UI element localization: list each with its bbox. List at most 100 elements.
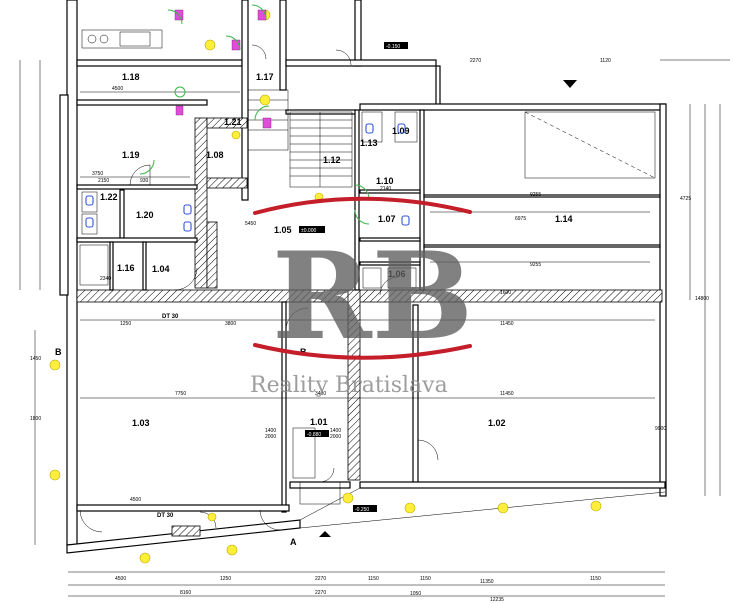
socket-icon — [139, 552, 151, 564]
sanitary-icon — [85, 195, 94, 206]
room-1-18: 1.18 — [122, 72, 140, 82]
svg-text:2150: 2150 — [98, 178, 109, 184]
light-fixture-icon — [251, 4, 267, 20]
room-1-22: 1.22 — [100, 192, 118, 202]
svg-text:9255: 9255 — [530, 262, 541, 268]
room-1-04: 1.04 — [152, 264, 170, 274]
section-b-left: B — [55, 347, 62, 357]
room-labels: 1.18 1.17 1.19 1.21 1.08 1.20 1.22 1.16 … — [100, 72, 573, 428]
room-1-13: 1.13 — [360, 138, 378, 148]
svg-text:2270: 2270 — [315, 576, 326, 582]
svg-text:3800: 3800 — [225, 321, 236, 327]
svg-text:2140: 2140 — [380, 186, 391, 192]
sanitary-icon — [85, 217, 94, 228]
svg-text:5450: 5450 — [245, 221, 256, 227]
svg-text:1250: 1250 — [120, 321, 131, 327]
svg-text:6975: 6975 — [515, 216, 526, 222]
level-tag-c: -0.250 — [355, 507, 369, 513]
level-tag-d: -0.150 — [386, 44, 400, 50]
svg-text:4500: 4500 — [112, 86, 123, 92]
room-1-10: 1.10 — [376, 176, 394, 186]
room-1-16: 1.16 — [117, 263, 135, 273]
light-fixture-icon — [174, 86, 186, 98]
light-fixture-icon — [139, 159, 155, 175]
staircase — [247, 89, 353, 188]
watermark-monogram: RB — [272, 226, 473, 367]
socket-icon — [49, 469, 61, 481]
svg-text:3750: 3750 — [92, 171, 103, 177]
svg-text:11450: 11450 — [500, 321, 514, 327]
light-fixture-icon — [254, 105, 270, 121]
svg-text:4500: 4500 — [130, 497, 141, 503]
walls — [59, 0, 667, 554]
room-1-01: 1.01 — [310, 417, 328, 427]
room-1-09: 1.09 — [392, 126, 410, 136]
room-1-19: 1.19 — [122, 150, 140, 160]
room-1-02: 1.02 — [488, 418, 506, 428]
switch-icon — [262, 117, 272, 129]
sanitary-icon — [397, 123, 406, 134]
level-tag-b: -0.880 — [307, 432, 321, 438]
socket-icon — [207, 512, 217, 522]
room-1-20: 1.20 — [136, 210, 154, 220]
section-a: A — [290, 537, 297, 547]
level-tag-a: ±0.000 — [301, 228, 316, 234]
north-arrow-triangle — [563, 80, 577, 88]
svg-text:1400: 1400 — [265, 428, 276, 434]
sanitary-icon — [365, 123, 374, 134]
electrical-symbols — [49, 4, 602, 564]
socket-icon — [342, 492, 354, 504]
room-1-14: 1.14 — [555, 214, 573, 224]
doors — [79, 44, 439, 533]
sanitary-icon — [183, 204, 192, 215]
svg-text:11350: 11350 — [480, 579, 494, 585]
room-1-05: 1.05 — [274, 225, 292, 235]
svg-text:2000: 2000 — [330, 434, 341, 440]
fixtures — [79, 29, 656, 505]
svg-text:14800: 14800 — [695, 296, 709, 302]
svg-text:1250: 1250 — [220, 576, 231, 582]
svg-text:1450: 1450 — [30, 356, 41, 362]
room-1-06: 1.06 — [388, 269, 406, 279]
svg-text:9255: 9255 — [530, 192, 541, 198]
level-tag-d-bg — [384, 42, 408, 49]
room-1-21: 1.21 — [224, 117, 242, 127]
svg-text:1120: 1120 — [600, 58, 611, 64]
room-1-03: 1.03 — [132, 418, 150, 428]
light-fixture-icon — [354, 209, 370, 225]
svg-text:4725: 4725 — [680, 196, 691, 202]
socket-icon — [231, 130, 241, 140]
sanitary-icon — [183, 221, 192, 232]
socket-icon — [226, 544, 238, 556]
svg-text:1050: 1050 — [410, 591, 421, 597]
switch-icon — [257, 9, 267, 21]
light-fixture-icon — [225, 35, 241, 51]
svg-text:1600: 1600 — [500, 290, 511, 296]
svg-text:930: 930 — [140, 178, 149, 184]
svg-text:2270: 2270 — [470, 58, 481, 64]
section-a-arrow — [319, 531, 331, 537]
room-1-07: 1.07 — [378, 214, 396, 224]
room-1-12: 1.12 — [323, 155, 341, 165]
dt30-label-lower: DT 30 — [157, 513, 174, 519]
svg-text:3400: 3400 — [315, 391, 326, 397]
socket-icon — [497, 502, 509, 514]
dt30-label-upper: DT 30 — [162, 314, 179, 320]
svg-text:8160: 8160 — [180, 590, 191, 596]
room-1-08: 1.08 — [206, 150, 224, 160]
level-tag-a-bg — [299, 226, 325, 233]
level-tag-c-bg — [353, 505, 377, 512]
socket-icon — [49, 359, 61, 371]
svg-text:2270: 2270 — [315, 590, 326, 596]
socket-icon — [204, 39, 216, 51]
sanitary-icon — [401, 215, 410, 226]
socket-icon — [404, 502, 416, 514]
svg-text:2000: 2000 — [265, 434, 276, 440]
svg-text:1150: 1150 — [420, 576, 431, 582]
svg-text:1400: 1400 — [330, 428, 341, 434]
svg-text:1150: 1150 — [368, 576, 379, 582]
level-tag-b-bg — [305, 430, 329, 437]
svg-text:11450: 11450 — [500, 391, 514, 397]
light-fixture-icon — [167, 9, 183, 25]
